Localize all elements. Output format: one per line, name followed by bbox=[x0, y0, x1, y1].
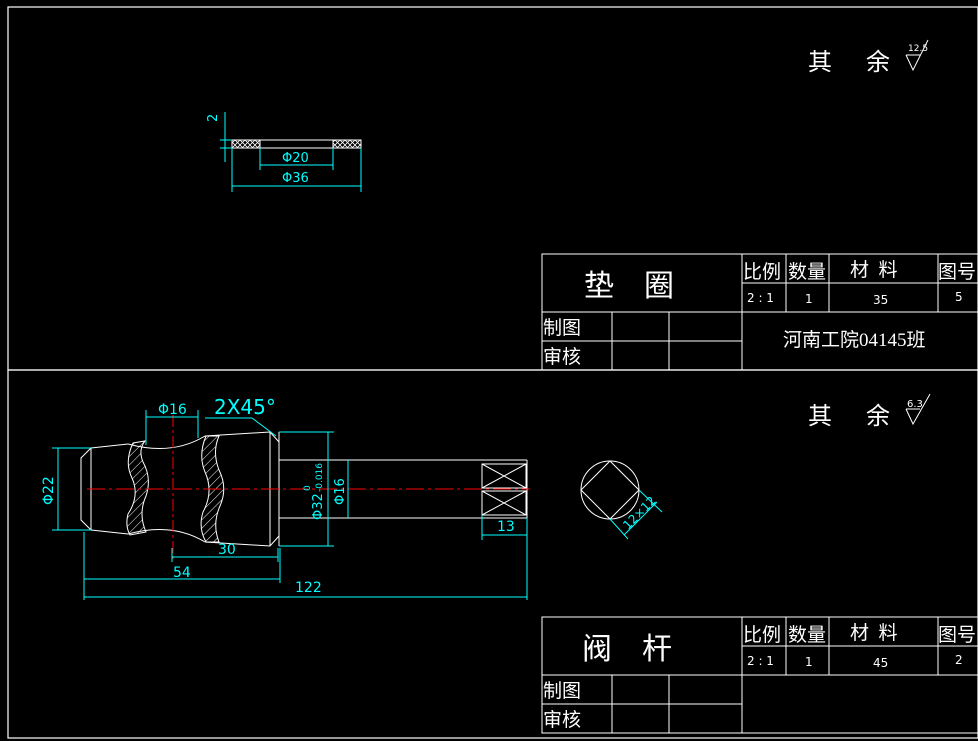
sheet1-school: 河南工院04145班 bbox=[783, 329, 926, 351]
valve-stem-outline bbox=[80, 431, 528, 547]
len-30-dim: 30 bbox=[218, 542, 236, 558]
sheet2-qty-header: 数量 bbox=[788, 624, 826, 646]
sheet1-part-name: 垫 圈 bbox=[584, 270, 674, 303]
sheet2-frame bbox=[7, 369, 978, 739]
sheet1-drawn-label: 制图 bbox=[543, 317, 581, 339]
sheet1-qty-value: 1 bbox=[805, 292, 813, 306]
sheet2-material-header: 材 料 bbox=[850, 622, 898, 644]
square-size-dim: 12×12 bbox=[620, 494, 659, 533]
shoulder-dia-dim: Φ32 bbox=[311, 493, 326, 520]
left-dia-dim: Φ22 bbox=[41, 476, 57, 505]
sheet2-part-name: 阀 杆 bbox=[582, 633, 672, 666]
washer-outer-dia-dim: Φ36 bbox=[282, 171, 309, 186]
sheet2-qty-value: 1 bbox=[805, 655, 813, 669]
sheet2-material-value: 45 bbox=[873, 656, 888, 670]
sheet1-drawing-no-header: 图号 bbox=[938, 262, 976, 283]
sheet1-roughness-symbol bbox=[905, 39, 929, 72]
sheet2-drawing-no-header: 图号 bbox=[938, 625, 976, 646]
sheet1-scale-header: 比例 bbox=[743, 261, 781, 283]
sheet2-drawing-no-value: 2 bbox=[955, 653, 963, 667]
sheet2-roughness-value: 6.3 bbox=[907, 399, 923, 410]
sheet2-scale-value: 2 : 1 bbox=[747, 654, 774, 668]
sheet1-roughness-label: 其 余 bbox=[808, 49, 904, 76]
square-len-dim: 13 bbox=[497, 519, 515, 535]
shoulder-tol-lower: -0.016 bbox=[315, 463, 325, 492]
washer-inner-dia-dim: Φ20 bbox=[282, 151, 309, 166]
stem-dia-dim: Φ16 bbox=[333, 478, 348, 505]
sheet2-checked-label: 审核 bbox=[543, 709, 581, 731]
sheet1-title-block bbox=[541, 253, 978, 371]
washer-section bbox=[231, 139, 362, 149]
neck-dia-dim: Φ16 bbox=[158, 402, 187, 418]
sheet2-scale-header: 比例 bbox=[743, 624, 781, 646]
sheet1-checked-label: 审核 bbox=[543, 346, 581, 368]
washer-dimensions bbox=[220, 112, 362, 192]
sheet1-qty-header: 数量 bbox=[788, 261, 826, 283]
washer-thickness-dim: 2 bbox=[206, 114, 221, 122]
sheet2-drawn-label: 制图 bbox=[543, 680, 581, 702]
sheet2-title-block bbox=[541, 616, 978, 734]
sheet2-roughness-symbol bbox=[905, 393, 931, 426]
sheet1-material-header: 材 料 bbox=[850, 259, 898, 281]
left-break-section bbox=[126, 440, 149, 536]
sheet2-roughness-label: 其 余 bbox=[808, 403, 904, 430]
valve-stem-dimensions bbox=[52, 410, 528, 600]
sheet1-scale-value: 2 : 1 bbox=[747, 291, 774, 305]
sheet1-roughness-value: 12.5 bbox=[908, 44, 928, 54]
square-section-view bbox=[580, 460, 640, 520]
len-122-dim: 122 bbox=[295, 580, 322, 596]
len-54-dim: 54 bbox=[173, 565, 191, 581]
sheet1-drawing-no-value: 5 bbox=[955, 290, 963, 304]
sheet1-material-value: 35 bbox=[873, 293, 888, 307]
square-size-dim-lines bbox=[609, 489, 663, 540]
chamfer-dim: 2X45° bbox=[214, 395, 276, 419]
shoulder-tol-upper: 0 bbox=[303, 485, 313, 491]
